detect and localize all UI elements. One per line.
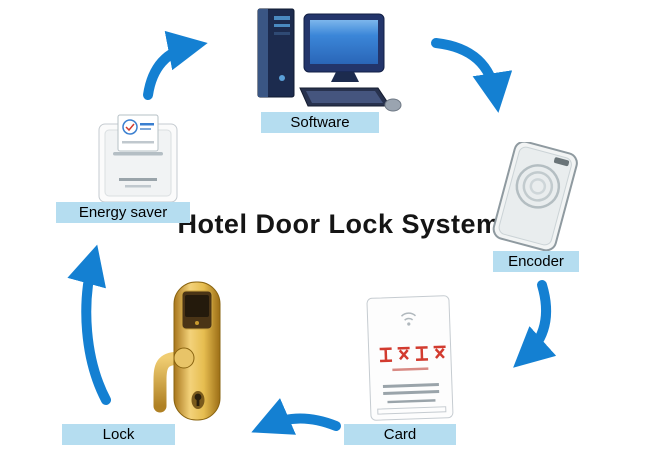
label-lock: Lock [62,424,175,445]
label-software: Software [261,112,379,133]
page-title: Hotel Door Lock System [177,209,501,239]
arrow-card-to-lock-icon [251,398,341,435]
arrow-lock-to-energy-saver-icon [67,244,111,405]
encoder-brand-mark-icon [553,157,570,167]
computer-mouse-icon [384,98,402,112]
label-card: Card [344,424,456,445]
arrow-encoder-to-card-icon [513,280,557,368]
lock-handle-hub-icon [173,347,195,369]
encoder-speaker-icon [515,164,561,209]
lock-image [153,281,221,421]
card-image [366,295,454,421]
arrow-software-to-encoder-icon [431,38,513,113]
energy-saver-text-marks [119,178,157,188]
card-hotel-name-marks [379,345,446,363]
label-encoder: Encoder [493,251,579,272]
computer-tower-icon [257,8,295,98]
computer-keyboard-icon [299,87,391,107]
lock-card-reader-icon [181,290,213,330]
energy-saver-image [98,114,178,203]
energy-saver-slot-icon [113,152,163,156]
encoder-device-image [492,142,578,252]
label-energy-saver: Energy saver [56,202,190,223]
arrow-energy-saver-to-software-icon [143,30,208,100]
card-contact-lines [382,383,440,404]
computer-monitor-icon [303,13,385,82]
card-rfid-icon [400,312,417,326]
lock-keyhole-icon [191,391,205,409]
software-computer-image [257,8,402,112]
energy-saver-card-icon [117,114,159,152]
